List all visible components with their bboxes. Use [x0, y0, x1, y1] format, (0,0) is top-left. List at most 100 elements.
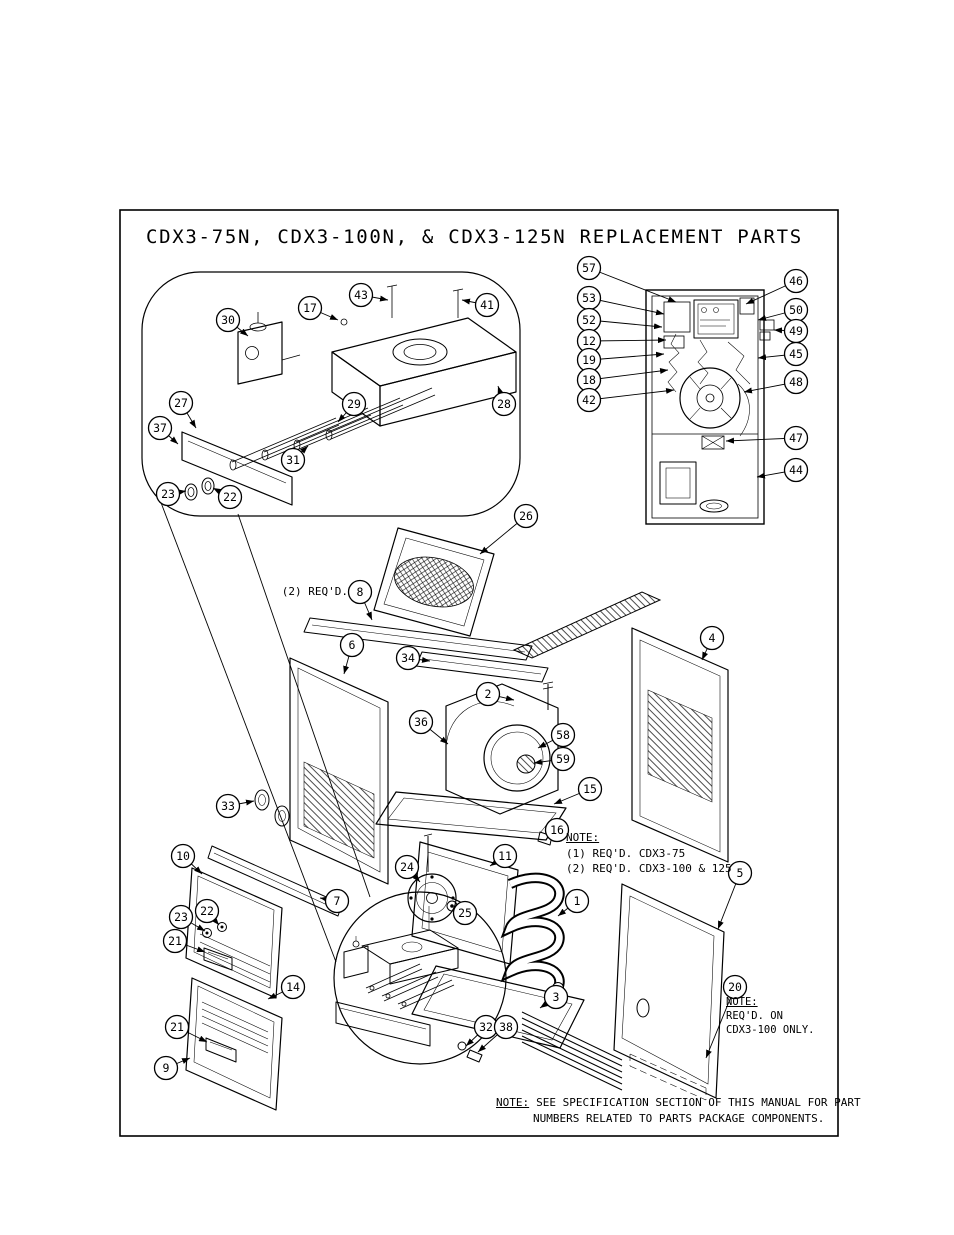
callout-balloon — [394, 854, 420, 880]
lower-access-door — [185, 977, 283, 1111]
callout-number: 44 — [789, 463, 803, 477]
callout-balloon — [722, 974, 748, 1000]
callout-balloon — [543, 984, 569, 1010]
callout-balloon — [170, 843, 196, 869]
callout-59: 59 — [533, 746, 576, 772]
callout-balloon — [727, 860, 753, 886]
callout-number: 20 — [728, 980, 742, 994]
right-side-panel — [631, 627, 729, 863]
callout-number: 27 — [174, 396, 188, 410]
callout-number: 6 — [349, 638, 356, 652]
callout-number: 32 — [479, 1020, 493, 1034]
callout-number: 3 — [553, 990, 560, 1004]
callout-23: 23 — [155, 481, 187, 507]
callout-balloon — [324, 888, 350, 914]
callout-balloon — [147, 415, 173, 441]
callout-balloon — [215, 793, 241, 819]
junction-box — [701, 435, 725, 450]
upper-access-panel — [185, 867, 283, 999]
callout-number: 47 — [789, 431, 803, 445]
callout-1: 1 — [557, 888, 590, 917]
callout-number: 57 — [582, 261, 596, 275]
callout-number: 42 — [582, 393, 596, 407]
callout-number: 24 — [400, 860, 414, 874]
callout-balloon — [452, 900, 478, 926]
door-handle-upper — [203, 947, 233, 971]
callout-number: 11 — [498, 849, 512, 863]
callout-balloon — [280, 447, 306, 473]
callout-balloon — [168, 904, 194, 930]
note-line: (1) REQ'D. CDX3-75 — [566, 846, 686, 860]
callout-21: 21 — [164, 1014, 208, 1043]
callout-balloon — [475, 681, 501, 707]
callout-number: 8 — [357, 585, 364, 599]
callout-44: 44 — [756, 457, 809, 483]
callout-58: 58 — [537, 722, 576, 749]
callout-number: 29 — [347, 397, 361, 411]
callout-balloon — [155, 481, 181, 507]
callout-balloon — [576, 255, 602, 281]
callout-number: 45 — [789, 347, 803, 361]
callout-balloon — [550, 746, 576, 772]
callout-balloon — [395, 645, 421, 671]
callout-balloon — [164, 1014, 190, 1040]
callout-number: 30 — [221, 313, 235, 327]
callout-9: 9 — [153, 1055, 191, 1081]
callout-balloon — [348, 282, 374, 308]
callout-42: 42 — [576, 387, 675, 413]
callout-balloon — [493, 1014, 519, 1040]
callout-number: 1 — [574, 894, 581, 908]
callout-17: 17 — [297, 295, 339, 321]
door-handle-lower — [205, 1037, 237, 1063]
callout-number: 53 — [582, 291, 596, 305]
note-line: CDX3-100 ONLY. — [726, 1024, 815, 1036]
callout-balloon — [194, 898, 220, 924]
blower-assembly — [445, 681, 559, 815]
callout-number: 19 — [582, 353, 596, 367]
callout-balloon — [297, 295, 323, 321]
callout-11: 11 — [489, 843, 518, 869]
front-door-panel — [613, 883, 725, 1101]
callout-balloon — [162, 928, 188, 954]
callout-number: 4 — [709, 631, 716, 645]
callout-balloon — [577, 776, 603, 802]
callout-number: 25 — [458, 906, 472, 920]
callout-balloon — [491, 391, 517, 417]
callout-number: 43 — [354, 288, 368, 302]
callout-number: 9 — [163, 1061, 170, 1075]
door-note: NOTE: REQ'D. ON CDX3-100 ONLY. — [726, 995, 815, 1037]
grommets — [254, 789, 290, 827]
callout-balloon — [280, 974, 306, 1000]
assembled-unit-view — [645, 289, 775, 525]
top-louver-panel — [373, 527, 495, 637]
callout-34: 34 — [395, 645, 431, 671]
manifold-strip — [181, 431, 293, 506]
callout-25: 25 — [452, 900, 478, 926]
callout-balloon — [564, 888, 590, 914]
callout-number: 50 — [789, 303, 803, 317]
callout-number: 52 — [582, 313, 596, 327]
callout-3: 3 — [539, 984, 569, 1010]
callout-balloon — [699, 625, 725, 651]
callout-leader-line — [588, 387, 675, 401]
note-line: (2) REQ'D. CDX3-100 & 125 — [566, 862, 732, 875]
callout-52: 52 — [576, 307, 663, 333]
blower-wheel-assembled — [679, 367, 741, 429]
callout-6: 6 — [339, 632, 365, 675]
callout-28: 28 — [491, 385, 517, 417]
callout-29: 29 — [337, 391, 367, 423]
callout-7: 7 — [319, 888, 350, 914]
callout-26: 26 — [479, 503, 539, 555]
callout-balloon — [550, 722, 576, 748]
callout-number: 23 — [161, 487, 175, 501]
wiring — [667, 333, 751, 437]
callout-number: 21 — [170, 1020, 184, 1034]
callout-32: 32 — [465, 1014, 499, 1047]
callout-balloon — [783, 425, 809, 451]
callout-number: 26 — [519, 509, 533, 523]
callout-number: 49 — [789, 324, 803, 338]
note-heading: NOTE: — [496, 1096, 530, 1109]
blower-hub — [516, 754, 536, 774]
callout-number: 59 — [556, 752, 570, 766]
callout-number: 18 — [582, 373, 596, 387]
